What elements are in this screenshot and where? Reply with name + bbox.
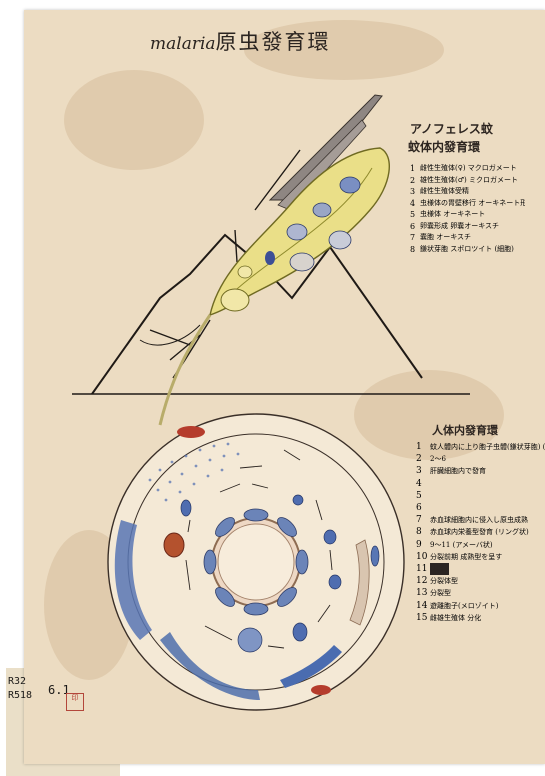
specimen-code-1: R32 bbox=[8, 676, 26, 687]
mosquito-panel-subheading: 蚊体内發育環 bbox=[408, 138, 480, 155]
mosquito-panel-heading: アノフェレス蚊 bbox=[410, 120, 493, 137]
list-item: 11(抹消) bbox=[416, 563, 545, 575]
red-seal-stamp: 印 bbox=[66, 693, 84, 711]
list-item: 5 bbox=[416, 490, 545, 502]
list-item: 6 bbox=[416, 502, 545, 514]
human-cycle-diagram bbox=[108, 414, 404, 710]
list-item: 4 bbox=[416, 478, 545, 490]
specimen-code-2: R518 bbox=[8, 690, 32, 701]
human-panel-heading: 人体内發育環 bbox=[432, 422, 498, 438]
